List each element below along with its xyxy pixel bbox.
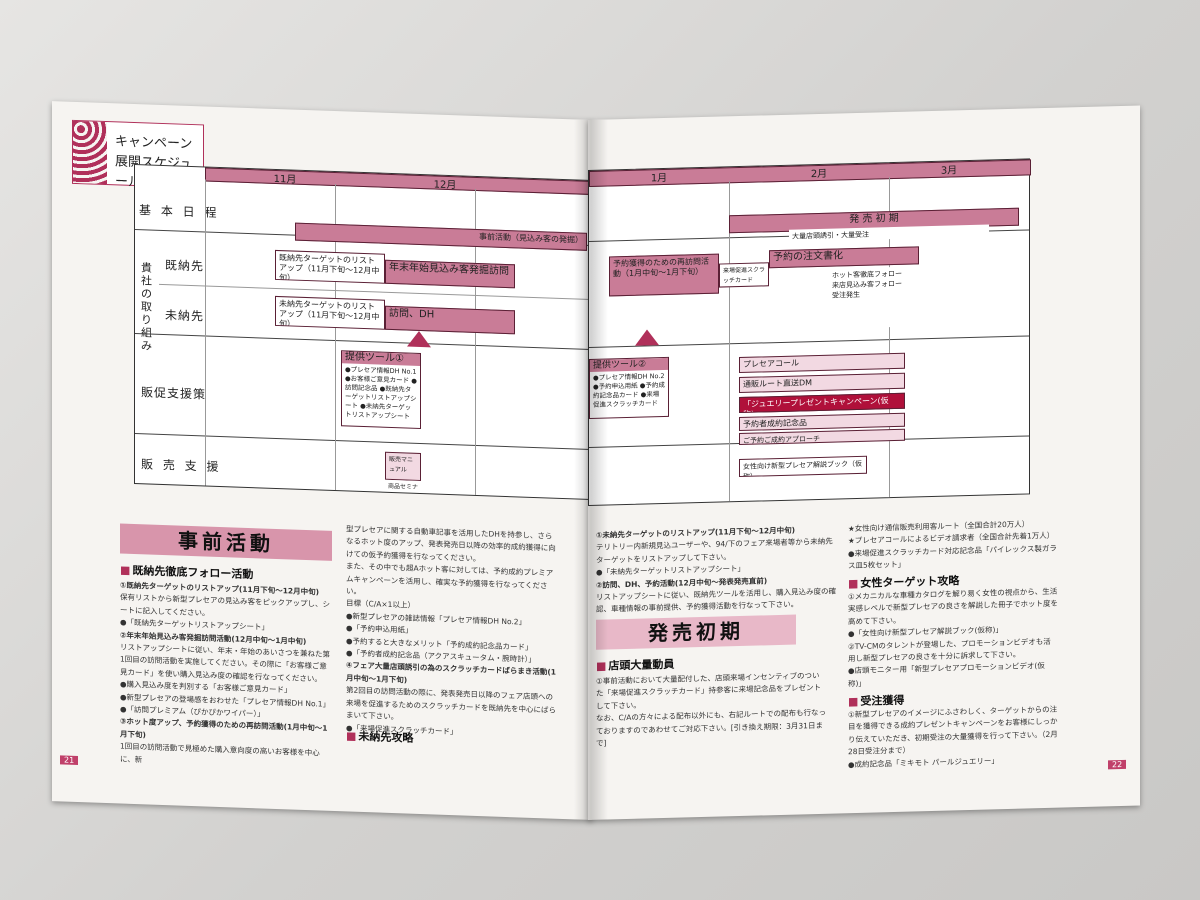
bar-reserve-order: 予約の注文書化 (769, 246, 919, 269)
schedule-chart-right: 1月 2月 3月 発 売 初 期 大量店頭誘引・大量受注 予約獲得のための再訪問… (588, 158, 1031, 506)
bar-catalog-approach: ご予約ご成約アプローチ (739, 428, 905, 446)
row-group-label: 貴社の取り組み (141, 261, 152, 353)
bar-new-year-visit: 年末年始見込み客発掘訪問 (385, 259, 515, 289)
floral-ornament-icon (73, 120, 107, 185)
row-promotion: 販促支援策 (141, 385, 207, 402)
row-sales-support: 販 売 支 援 (141, 457, 222, 475)
right-column-2b: ①メカニカルな車種カタログを解り易く女性の視点から、生活実感レベルで新型プレセア… (848, 586, 1058, 689)
row-existing: 既納先 (165, 258, 205, 274)
bar-non-existing-listup: 未納先ターゲットのリストアップ（11月下旬〜12月中旬） (275, 295, 385, 330)
bar-women-book: 女性向け新型プレセア解説ブック（仮称） (739, 455, 867, 478)
tool1-list: ●プレセア情報DH No.1 ●お客様ご意見カード ●訪問記念品 ●既納先ターゲ… (345, 365, 417, 421)
bar-reserve-gift: 予約者成約記念品 (739, 412, 905, 432)
month-12: 12月 (433, 179, 457, 192)
right-column-2: ★女性向け通信販売利用客ルート（全国合計20万人） ★プレセアコールによるビデオ… (848, 519, 1057, 571)
row-non-existing: 未納先 (165, 308, 205, 324)
schedule-chart-left: 11月 12月 基 本 日 程 貴社の取り組み 既納先 未納先 販促支援策 販 … (134, 164, 592, 500)
bar-revisit: 予約獲得のための再訪問活動（1月中旬〜1月下旬） (609, 253, 719, 297)
triangle-marker-icon (407, 330, 431, 348)
tool1-title: 提供ツール① (342, 351, 420, 366)
triangle-marker-icon (635, 329, 659, 346)
month-1: 1月 (650, 172, 668, 185)
sub-order-acquire: 受注獲得 (848, 692, 904, 709)
right-column-1b: ①事前活動において大量配付した、店頭来場インセンティブのついた「来場促進スクラッ… (596, 670, 826, 748)
bar-seminar: 商品セミナー (385, 479, 425, 492)
sub-existing-follow: 既納先徹底フォロー活動 (120, 562, 253, 583)
right-column-2c: ①新型プレセアのイメージにふさわしく、ターゲットからの注目を獲得できる成約プレゼ… (848, 704, 1058, 769)
tool1-box: 提供ツール① ●プレセア情報DH No.1 ●お客様ご意見カード ●訪問記念品 … (341, 350, 421, 430)
row-basic-schedule: 基 本 日 程 (139, 203, 220, 220)
bar-follow-list: ホット客徹底フォロー 来店見込み客フォロー 受注発生 (829, 265, 939, 329)
bar-visit-dh: 訪問、DH (385, 305, 515, 335)
bar-sales-manual: 販売マニュアル (385, 451, 421, 482)
book-gutter (574, 120, 608, 820)
right-column-1: ①未納先ターゲットのリストアップ(11月下旬〜12月中旬) テリトリー内新規見込… (596, 525, 836, 615)
right-page: 1月 2月 3月 発 売 初 期 大量店頭誘引・大量受注 予約獲得のための再訪問… (588, 105, 1140, 821)
page-number-left: 21 (60, 755, 79, 766)
section-launch: 発売初期 (596, 614, 796, 650)
month-11: 11月 (273, 173, 297, 186)
bar-pre-activity: 事前活動（見込み客の発掘） (295, 222, 587, 251)
left-column-1: ①既納先ターゲットのリストアップ(11月下旬〜12月中旬) 保有リストから新型プ… (120, 580, 331, 764)
bar-precall: プレセアコール (739, 352, 905, 374)
page-number-right: 22 (1108, 759, 1127, 770)
bar-existing-listup: 既納先ターゲットのリストアップ（11月下旬〜12月中旬） (275, 249, 385, 284)
month-3: 3月 (940, 165, 958, 177)
bar-direct-dm: 通販ルート直送DM (739, 372, 905, 394)
month-2: 2月 (810, 168, 828, 181)
section-pre-activity: 事前活動 (120, 523, 332, 561)
sub-non-existing: 未納先攻略 (346, 727, 413, 745)
booklet-spread: キャンペーン 展開スケジュール 11月 12月 基 本 日 程 貴社の取り組み … (52, 101, 1140, 821)
bar-jewelry-campaign: 「ジュエリープレゼントキャンペーン(仮称)」 (739, 392, 905, 414)
left-column-2: 型プレセアに関する自動車記事を活用したDHを持参し、さらなるホット度のアップ、発… (346, 524, 556, 736)
bar-scratch-card: 来場促進スクラッチカード (719, 262, 769, 288)
left-page: キャンペーン 展開スケジュール 11月 12月 基 本 日 程 貴社の取り組み … (52, 101, 592, 821)
